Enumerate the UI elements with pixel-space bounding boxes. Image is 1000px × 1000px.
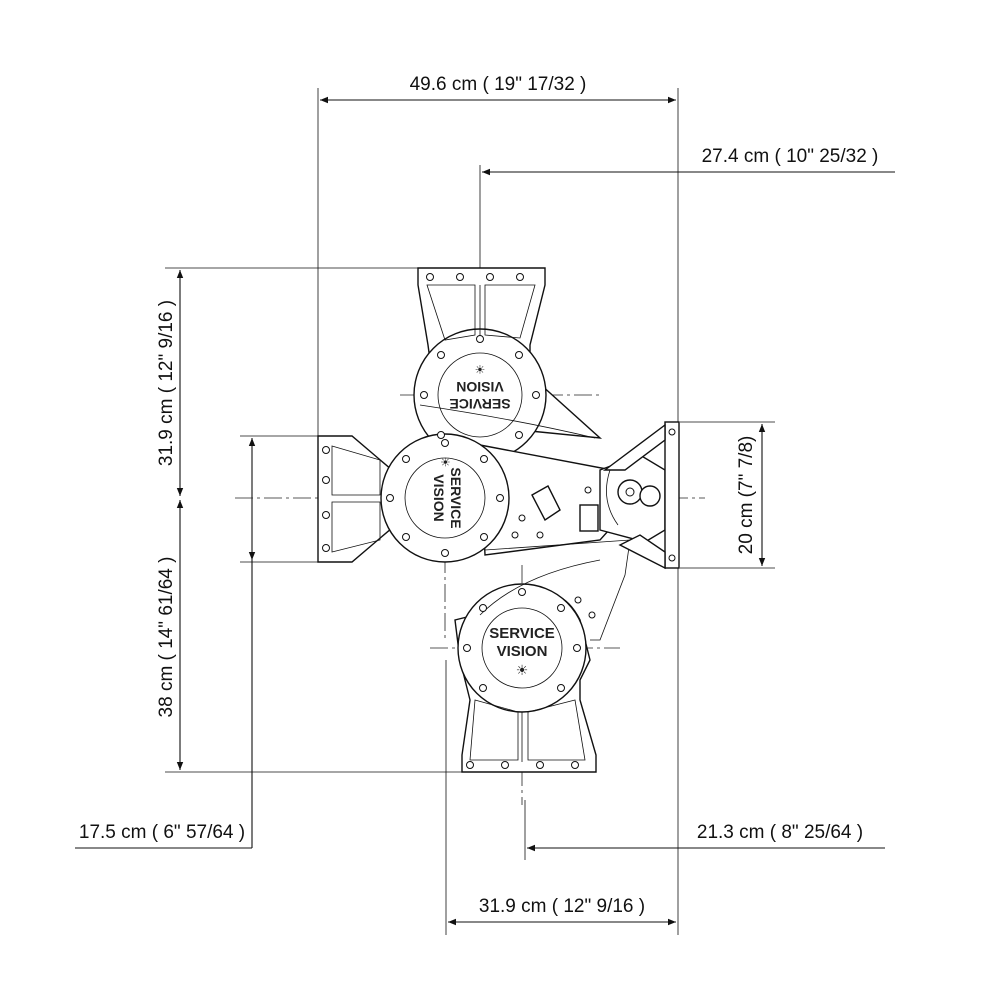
lower-lamp-module [454, 559, 601, 773]
dim-left-spacing: 17.5 cm ( 6" 57/64 ) [79, 822, 245, 843]
logo-upper: SERVICE VISION ☀ [449, 362, 510, 412]
dimension-labels: 49.6 cm ( 19" 17/32 ) 27.4 cm ( 10" 25/3… [79, 74, 879, 917]
dimension-lines [75, 96, 895, 926]
logo-middle-line2: VISION [431, 474, 447, 521]
dim-plate-height: 20 cm (7" 7/8) [736, 436, 757, 555]
dim-right-offset: 27.4 cm ( 10" 25/32 ) [702, 146, 879, 167]
logo-lower-line2: VISION [497, 643, 548, 660]
sun-icon: ☀ [475, 362, 486, 376]
logo-lower-line1: SERVICE [489, 625, 555, 642]
logo-upper-line2: VISION [456, 379, 503, 395]
extension-lines [165, 88, 775, 935]
logo-lower: SERVICE VISION ☀ [489, 625, 555, 679]
sun-icon: ☀ [516, 664, 529, 679]
logo-middle-line1: SERVICE [448, 467, 464, 528]
bolt-holes [322, 273, 676, 769]
dim-upper-height: 31.9 cm ( 12" 9/16 ) [156, 300, 177, 466]
dim-bottom-width: 31.9 cm ( 12" 9/16 ) [479, 896, 645, 917]
logo-middle: SERVICE VISION ☀ [431, 457, 464, 529]
middle-lamp-module [317, 433, 666, 641]
mounting-plate [602, 421, 680, 570]
sun-icon: ☀ [438, 457, 452, 468]
dim-bottom-right-offset: 21.3 cm ( 8" 25/64 ) [697, 822, 863, 843]
dim-overall-width: 49.6 cm ( 19" 17/32 ) [410, 74, 587, 95]
logo-upper-line1: SERVICE [449, 396, 510, 412]
small-bracket [531, 485, 561, 522]
dim-lower-height: 38 cm ( 14" 61/64 ) [156, 557, 177, 718]
